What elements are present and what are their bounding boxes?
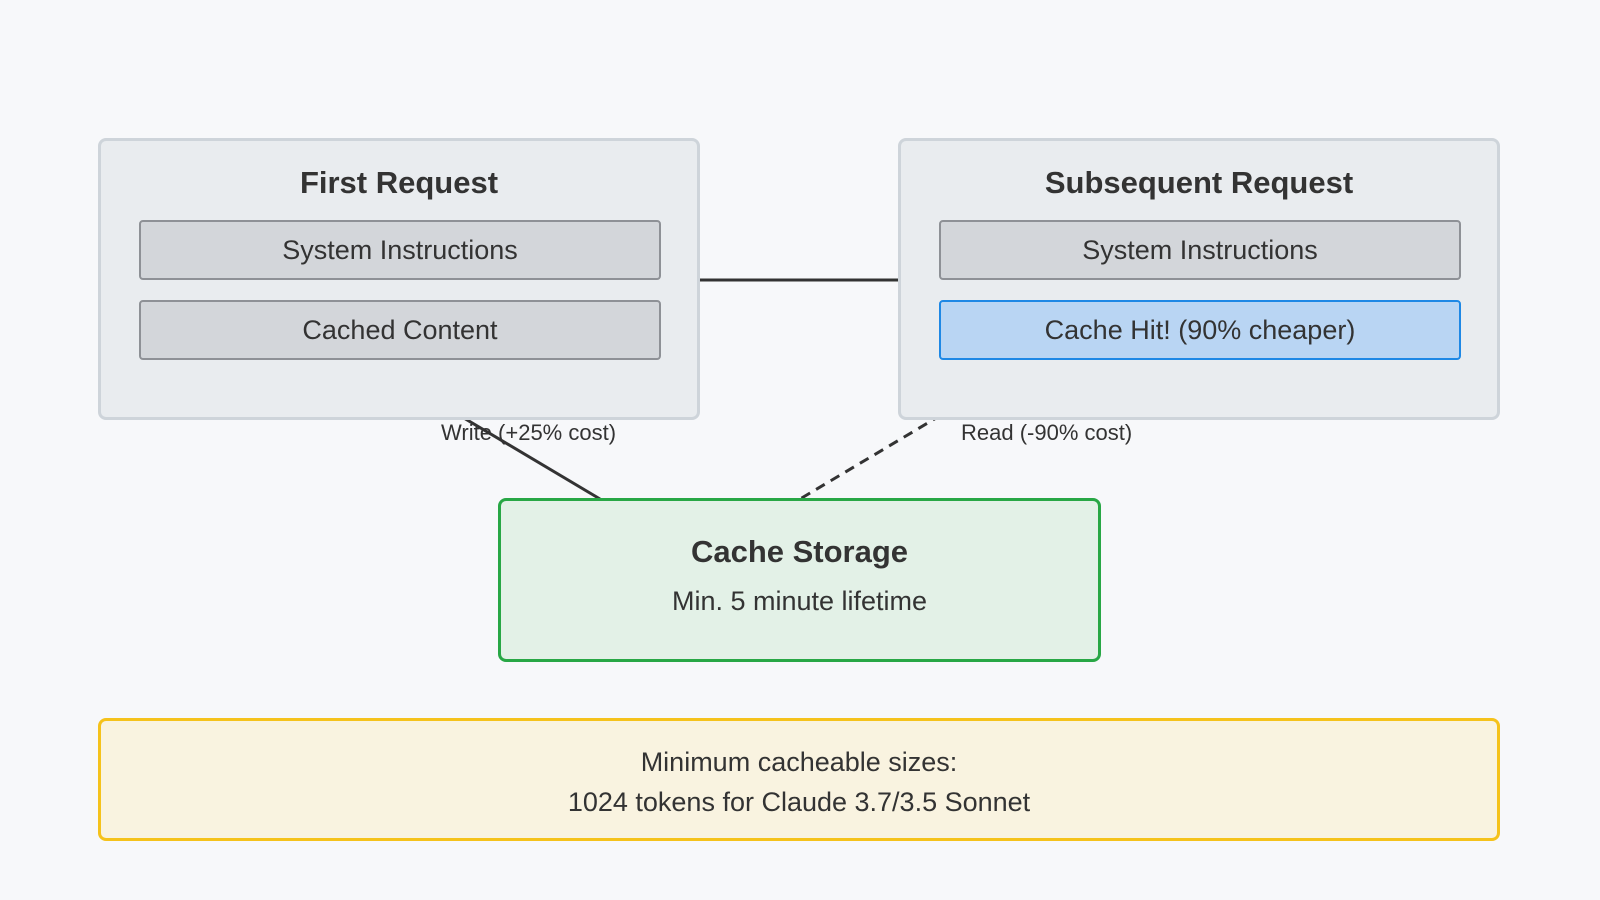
first-request-title: First Request	[299, 165, 499, 200]
cache-storage-subtitle: Min. 5 minute lifetime	[671, 586, 928, 616]
write-cost-label: Write (+25% cost)	[441, 420, 617, 445]
subsequent-request-panel: Subsequent Request System Instructions C…	[898, 138, 1500, 420]
cache-storage-title: Cache Storage	[690, 534, 909, 569]
subsequent-request-title: Subsequent Request	[1044, 165, 1354, 200]
notice-detail: 1024 tokens for Claude 3.7/3.5 Sonnet	[567, 787, 1031, 817]
subsequent-system-instructions-block: System Instructions	[939, 220, 1461, 280]
notice-heading: Minimum cacheable sizes:	[640, 747, 958, 777]
read-cost-label: Read (-90% cost)	[961, 420, 1133, 445]
minimum-size-notice: Minimum cacheable sizes: 1024 tokens for…	[98, 718, 1500, 841]
first-system-instructions-block: System Instructions	[139, 220, 661, 280]
first-request-panel: First Request System Instructions Cached…	[98, 138, 700, 420]
cache-hit-block: Cache Hit! (90% cheaper)	[939, 300, 1461, 360]
cache-storage-box: Cache Storage Min. 5 minute lifetime	[498, 498, 1101, 662]
cached-content-block: Cached Content	[139, 300, 661, 360]
